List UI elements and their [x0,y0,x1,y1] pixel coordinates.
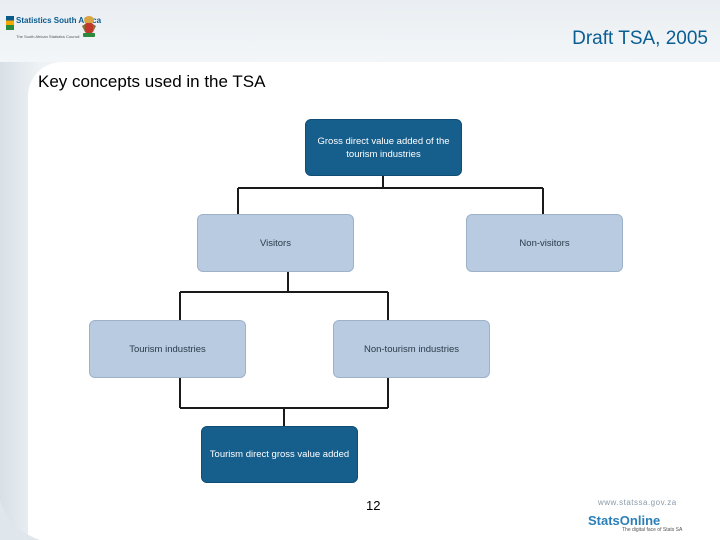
logo-tagline: The South African Statistics Council [16,34,80,39]
footer-tagline: The digital face of Stats SA [622,527,683,533]
logo-name: Statistics South Africa [16,16,102,25]
footer-brand-logo: StatsOnline [588,513,661,528]
node-tourism-industries: Tourism industries [89,320,246,378]
node-gross-direct-value-added: Gross direct value added of the tourism … [305,119,462,176]
slide-heading: Key concepts used in the TSA [38,72,266,91]
document-title: Draft TSA, 2005 [572,28,708,49]
logo-mark-icon [6,16,14,30]
footer-decoration [0,500,40,540]
connector-visitors-to-level3 [179,272,389,320]
node-non-visitors: Non-visitors [466,214,623,272]
connector-level3-to-tdgva [179,378,389,426]
page-number: 12 [366,498,381,513]
coat-of-arms-icon [82,16,96,37]
node-tourism-direct-gross-value-added: Tourism direct gross value added [201,426,358,483]
node-visitors: Visitors [197,214,354,272]
connector-gdva-to-level2 [237,176,544,214]
stats-sa-logo: Statistics South Africa The South Africa… [6,12,106,52]
header-band [0,0,720,62]
node-non-tourism-industries: Non-tourism industries [333,320,490,378]
footer-url: www.statssa.gov.za [598,498,677,507]
